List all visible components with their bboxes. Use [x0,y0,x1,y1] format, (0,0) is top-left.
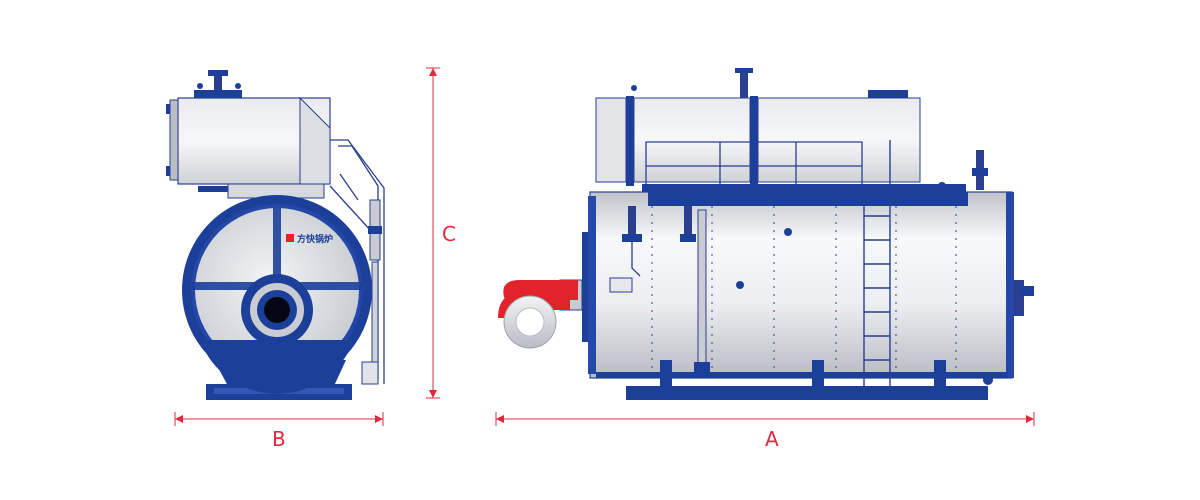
side-upper-boxes [595,68,921,186]
front-end-plate: 方快锅炉 [182,195,372,394]
dimension-line-a [495,412,1035,426]
side-gauges [622,150,1034,376]
front-view: 方快锅炉 [166,70,385,400]
side-view [498,68,1034,400]
dimension-label-c: C [442,222,456,246]
dimension-line-b [174,412,384,426]
side-ladder [863,140,891,394]
side-base [626,360,993,400]
side-shell [582,191,1014,379]
dimension-line-c [426,67,440,399]
burner [498,279,583,349]
dimension-label-a: A [765,427,779,451]
side-railing [645,141,863,185]
dimension-label-b: B [272,427,286,451]
front-top-box [166,70,331,185]
brand-logo-text: 方快锅炉 [297,233,333,245]
